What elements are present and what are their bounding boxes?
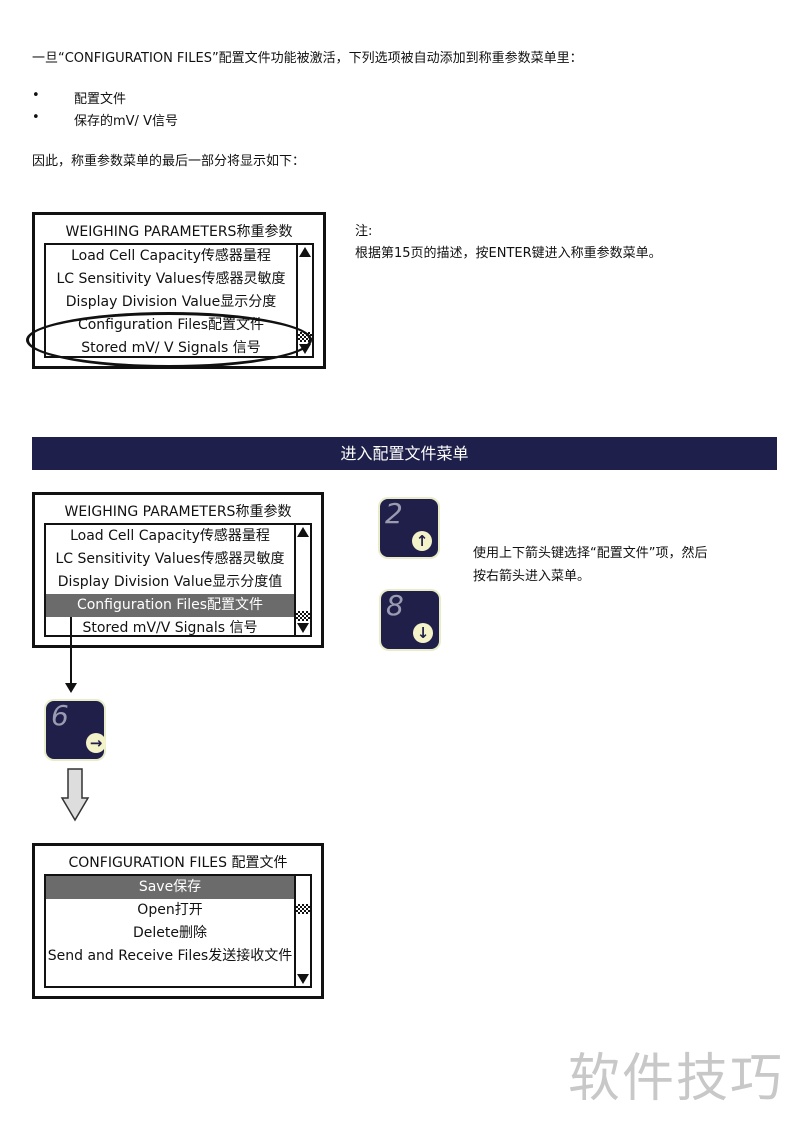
section-banner: 进入配置文件菜单: [32, 437, 777, 470]
key-number: 8: [386, 589, 404, 622]
highlight-ellipse: [26, 312, 312, 368]
arrow-down-icon: ↓: [413, 623, 433, 643]
scroll-down-icon: [297, 974, 309, 984]
note-label: 注:: [355, 224, 373, 239]
bullet-item: •配置文件: [32, 88, 127, 107]
scroll-up-icon: [299, 247, 311, 257]
menu-item-selected: Save保存: [46, 876, 294, 899]
menu-item: Load Cell Capacity传感器量程: [70, 528, 270, 544]
menu-item: LC Sensitivity Values传感器灵敏度: [56, 271, 286, 287]
menu-item: Stored mV/V Signals 信号: [82, 620, 258, 636]
instruction-line: 使用上下箭头键选择“配置文件”项，然后: [473, 546, 708, 561]
menu-list: Save保存 Open打开 Delete删除 Send and Receive …: [44, 874, 312, 988]
note-text: 根据第15页的描述，按ENTER键进入称重参数菜单。: [355, 246, 662, 261]
scroll-down-icon: [299, 344, 311, 354]
scrollbar: [294, 525, 310, 635]
key-8-down: 8↓: [381, 589, 439, 649]
watermark: 软件技巧: [568, 1049, 785, 1109]
flow-arrow-head-icon: [65, 683, 77, 693]
menu-item: Display Division Value显示分度值: [57, 574, 283, 590]
summary-text: 因此，称重参数菜单的最后一部分将显示如下：: [32, 154, 306, 169]
scroll-thumb: [296, 904, 310, 914]
arrow-right-icon: →: [86, 733, 106, 753]
weighing-parameters-display: WEIGHING PARAMETERS称重参数 Load Cell Capaci…: [32, 492, 324, 648]
bullet-item: •保存的mV/ V信号: [32, 110, 178, 129]
bullet-text: 配置文件: [74, 92, 127, 107]
menu-item: LC Sensitivity Values传感器灵敏度: [55, 551, 285, 567]
hollow-down-arrow-icon: [60, 768, 90, 822]
menu-item: Open打开: [137, 902, 203, 918]
bullet-text: 保存的mV/ V信号: [74, 114, 178, 129]
display-title: CONFIGURATION FILES 配置文件: [68, 855, 288, 871]
key-number: 2: [385, 497, 403, 530]
menu-item: Send and Receive Files发送接收文件: [47, 948, 293, 964]
flow-arrow-line: [70, 617, 72, 685]
menu-list: Load Cell Capacity传感器量程 LC Sensitivity V…: [44, 523, 312, 637]
scroll-down-icon: [297, 623, 309, 633]
key-2-up: 2↑: [380, 497, 438, 557]
intro-text: 一旦“CONFIGURATION FILES”配置文件功能被激活，下列选项被自动…: [32, 51, 583, 66]
instruction-line: 按右箭头进入菜单。: [473, 569, 591, 584]
key-number: 6: [51, 699, 69, 732]
key-6-right: 6→: [46, 699, 106, 759]
scroll-thumb: [296, 611, 310, 621]
display-title: WEIGHING PARAMETERS称重参数: [65, 224, 293, 240]
scrollbar: [294, 876, 310, 986]
arrow-up-icon: ↑: [412, 531, 432, 551]
menu-item-selected: Configuration Files配置文件: [46, 594, 294, 617]
menu-item: Display Division Value显示分度: [65, 294, 277, 310]
menu-item: Load Cell Capacity传感器量程: [71, 248, 271, 264]
menu-item: Delete删除: [133, 925, 207, 941]
scroll-up-icon: [297, 527, 309, 537]
display-title: WEIGHING PARAMETERS称重参数: [64, 504, 292, 520]
configuration-files-display: CONFIGURATION FILES 配置文件 Save保存 Open打开 D…: [32, 843, 324, 999]
